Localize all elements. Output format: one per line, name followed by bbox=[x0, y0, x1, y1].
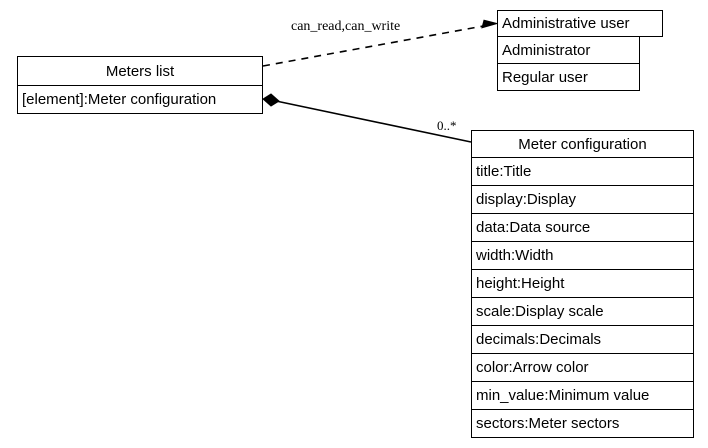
attribute-row: decimals:Decimals bbox=[471, 326, 694, 354]
edge-dependency bbox=[262, 19, 499, 67]
attribute-row: Regular user bbox=[497, 64, 640, 91]
attribute-row: width:Width bbox=[471, 242, 694, 270]
attribute-row: color:Arrow color bbox=[471, 354, 694, 382]
attribute-row: sectors:Meter sectors bbox=[471, 410, 694, 438]
uml-class-meters-list[interactable]: Meters list [element]:Meter configuratio… bbox=[17, 56, 263, 114]
composition-line bbox=[275, 100, 472, 143]
edge-composition bbox=[262, 93, 472, 143]
attribute-row: [element]:Meter configuration bbox=[17, 86, 263, 114]
attribute-row: display:Display bbox=[471, 186, 694, 214]
attribute-row: title:Title bbox=[471, 158, 694, 186]
uml-class-meter-configuration[interactable]: Meter configuration title:Title display:… bbox=[471, 130, 694, 438]
attribute-row: min_value:Minimum value bbox=[471, 382, 694, 410]
edge-label-dependency: can_read,can_write bbox=[291, 19, 401, 34]
attribute-row: height:Height bbox=[471, 270, 694, 298]
edge-label-multiplicity: 0..* bbox=[437, 118, 457, 133]
attribute-row: Administrator bbox=[497, 37, 640, 64]
dependency-arrowhead bbox=[481, 19, 499, 29]
class-name-meter-configuration: Meter configuration bbox=[471, 130, 694, 158]
attribute-row: data:Data source bbox=[471, 214, 694, 242]
uml-class-administrative-user[interactable]: Administrative user Administrator Regula… bbox=[497, 10, 663, 91]
attribute-row: scale:Display scale bbox=[471, 298, 694, 326]
class-name-administrative-user: Administrative user bbox=[497, 10, 663, 37]
composition-diamond-icon bbox=[262, 93, 280, 107]
class-name-meters-list: Meters list bbox=[17, 56, 263, 86]
